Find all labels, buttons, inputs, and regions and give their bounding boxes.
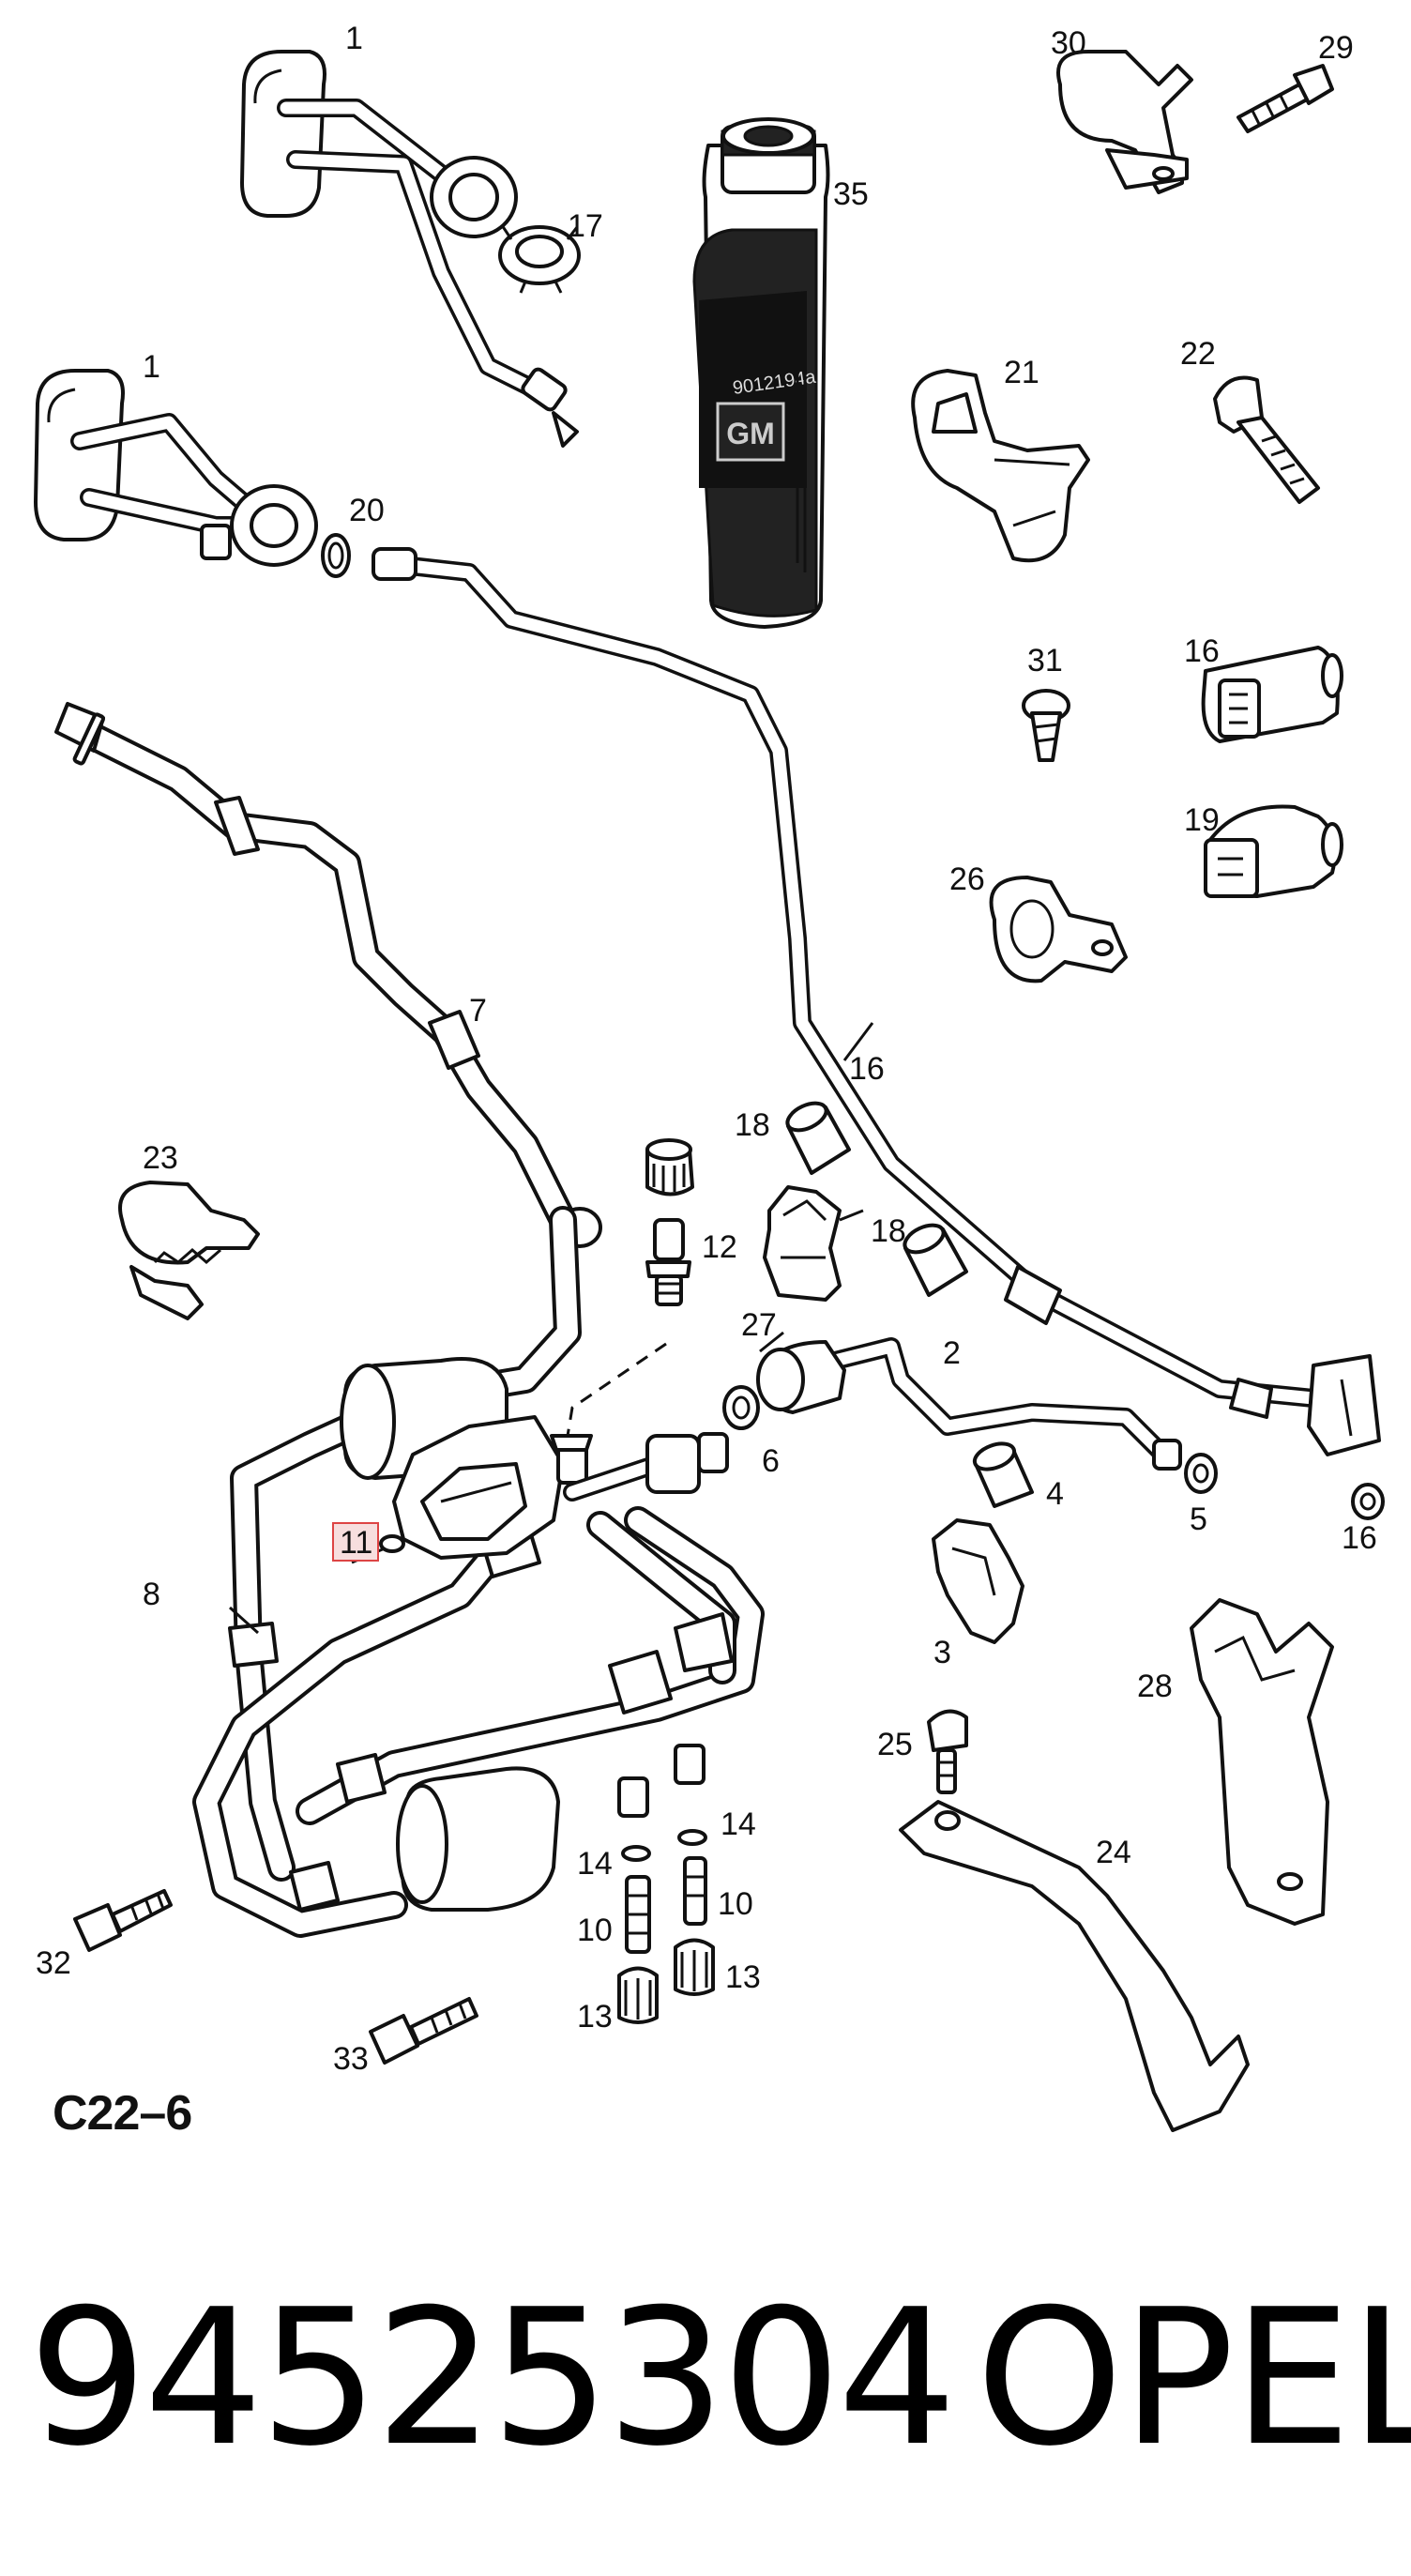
part-2-connector-pipe[interactable] — [240, 50, 579, 448]
part-24-clip[interactable] — [118, 1181, 260, 1320]
callout-4[interactable]: 3 — [933, 1635, 951, 1670]
can-gm-logo: GM — [726, 417, 775, 450]
section-code: C22–6 — [53, 2086, 192, 2141]
callout-15[interactable]: 17 — [568, 208, 603, 244]
callout-29[interactable]: 28 — [1137, 1669, 1173, 1704]
callout-7[interactable]: 6 — [762, 1443, 780, 1479]
part-26-bolt[interactable] — [927, 1709, 968, 1794]
part-31-bracket-clip[interactable] — [1056, 50, 1193, 194]
callout-6[interactable]: 5 — [1190, 1501, 1207, 1537]
part-12-service-valve[interactable] — [645, 1138, 694, 1306]
callout-14-right[interactable]: 14 — [721, 1806, 756, 1842]
callout-24[interactable]: 23 — [143, 1140, 178, 1176]
callout-25[interactable]: 24 — [1096, 1835, 1131, 1870]
callout-19[interactable]: 16 — [1184, 633, 1220, 669]
part-18-sleeve-upper[interactable] — [783, 1098, 851, 1175]
callout-8[interactable]: 7 — [469, 993, 487, 1029]
part-9-hose-assembly[interactable] — [192, 1206, 765, 1938]
callout-labels: 1 17 1 20 35 30 29 21 22 31 16 19 26 7 1… — [36, 21, 1377, 2077]
part-13-cap-right[interactable] — [674, 1938, 715, 1996]
part-29-bracket[interactable] — [1190, 1598, 1334, 1926]
callout-3[interactable]: 2 — [943, 1335, 961, 1371]
callout-10-left[interactable]: 10 — [577, 1913, 613, 1948]
part-25-bracket[interactable] — [899, 1800, 1250, 2132]
callout-35[interactable]: 35 — [833, 176, 869, 212]
part-32-screw[interactable] — [1022, 689, 1070, 762]
callout-18-lower[interactable]: 18 — [871, 1213, 906, 1249]
callout-21[interactable]: 20 — [349, 493, 385, 528]
part-7-o-ring[interactable] — [722, 1385, 760, 1430]
callout-32[interactable]: 31 — [1027, 643, 1063, 678]
callout-22[interactable]: 21 — [1004, 355, 1039, 390]
part-30-screw[interactable] — [1237, 64, 1334, 133]
part-18-sleeve-lower[interactable] — [901, 1220, 968, 1297]
part-22-hose-clamp[interactable] — [911, 369, 1090, 563]
part-11-ring[interactable] — [379, 1534, 405, 1553]
callout-17[interactable]: 16 — [849, 1051, 885, 1087]
callout-23[interactable]: 22 — [1180, 336, 1216, 372]
part-5-sleeve[interactable] — [971, 1439, 1034, 1508]
part-4-clip[interactable] — [932, 1518, 1024, 1644]
part-27-p-clamp[interactable] — [989, 876, 1128, 983]
part-14-o-ring-left[interactable] — [621, 1845, 651, 1862]
callout-16[interactable]: 16 — [1342, 1520, 1377, 1556]
part-8-hose[interactable] — [54, 702, 602, 1248]
part-14-o-ring-right[interactable] — [677, 1829, 707, 1846]
assembly-guide-line — [566, 1342, 667, 1437]
callout-11-highlight — [332, 1522, 379, 1562]
callout-10-right[interactable]: 10 — [718, 1886, 753, 1922]
callout-34[interactable]: 33 — [333, 2041, 369, 2077]
callout-13-left[interactable]: 13 — [577, 1999, 613, 2035]
callout-33[interactable]: 32 — [36, 1945, 71, 1981]
callout-30[interactable]: 29 — [1318, 30, 1354, 66]
part-23-bolt[interactable] — [1213, 375, 1320, 504]
part-34-bolt[interactable] — [369, 1997, 478, 2065]
brand-name: OPEL — [976, 2269, 1411, 2488]
part-1-connector-pipe[interactable] — [34, 369, 318, 567]
callout-11[interactable]: 11 — [340, 1525, 372, 1561]
callout-1[interactable]: 1 — [143, 349, 160, 385]
callout-5[interactable]: 4 — [1046, 1476, 1064, 1512]
part-6-washer[interactable] — [1184, 1453, 1218, 1494]
part-number: 94525304 — [28, 2269, 957, 2488]
part-10-valve-left[interactable] — [625, 1875, 651, 1954]
callout-31[interactable]: 30 — [1051, 25, 1086, 61]
callout-26[interactable]: 25 — [877, 1727, 913, 1762]
part-13-cap-left[interactable] — [617, 1966, 659, 2024]
callout-27[interactable]: 26 — [949, 861, 985, 897]
part-19-pressure-switch[interactable] — [1201, 646, 1343, 743]
part-3-pipe[interactable] — [756, 1337, 1182, 1471]
callout-28[interactable]: 27 — [741, 1307, 777, 1343]
part-17-pipe[interactable] — [372, 547, 1381, 1456]
part-33-bolt[interactable] — [73, 1889, 173, 1952]
part-35-oil-can[interactable]: GM 9012194a — [692, 117, 830, 629]
callout-14-left[interactable]: 14 — [577, 1846, 613, 1882]
part-10-valve-right[interactable] — [683, 1856, 707, 1926]
part-20-pressure-switch[interactable] — [1204, 804, 1343, 898]
part-15-clip[interactable] — [498, 224, 581, 294]
part-28-clip[interactable] — [763, 1185, 842, 1302]
callout-9[interactable]: 8 — [143, 1577, 160, 1612]
callout-13-right[interactable]: 13 — [725, 1959, 761, 1995]
callout-18-upper[interactable]: 18 — [735, 1107, 770, 1143]
callout-12[interactable]: 12 — [702, 1229, 737, 1265]
part-16-washer[interactable] — [1351, 1483, 1385, 1520]
callout-2[interactable]: 1 — [345, 21, 363, 56]
callout-20[interactable]: 19 — [1184, 802, 1220, 838]
part-21-o-ring[interactable] — [321, 533, 351, 578]
